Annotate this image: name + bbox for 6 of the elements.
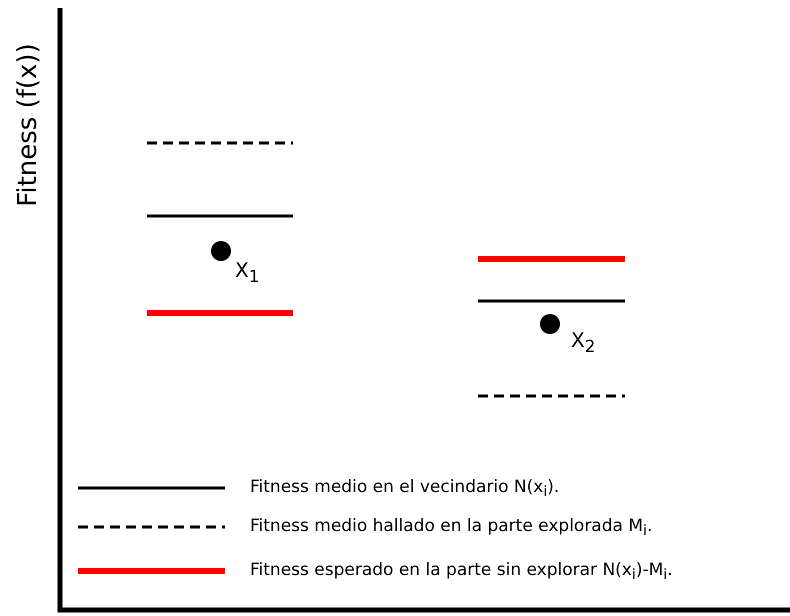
legend-text: Fitness esperado en la parte sin explorar N(x$_{i}$)-M$_{i}$. [250, 560, 673, 584]
point-label: X$_{2}$ [571, 330, 596, 356]
legend-text: Fitness medio en el vecindario N(x$_{i}$). [250, 476, 560, 502]
point-label: X$_{1}$ [235, 260, 260, 286]
axis-title: Fitness (f(x)) [13, 43, 43, 207]
legend-text: Fitness medio hallado en la parte explorada M$_{i}$. [250, 516, 652, 540]
